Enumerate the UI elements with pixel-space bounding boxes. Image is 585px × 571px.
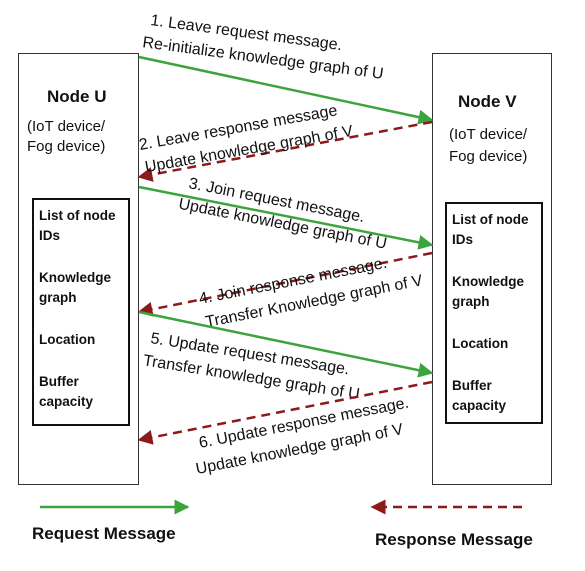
message-4-arrow [137,251,433,317]
message-6-arrow [137,380,433,445]
node-u-subtitle-line2: Fog device) [27,138,106,155]
message-2-arrow [137,120,433,182]
node-u-attr-node-ids: List of node IDs [39,208,116,243]
node-v-attr-buffer-capacity: Buffer capacity [452,378,507,413]
node-v-title: Node V [458,92,517,111]
legend-request-label: Request Message [32,524,176,543]
node-u-box: Node U (IoT device/ Fog device) List of … [18,53,139,485]
node-v-attr-location: Location [452,336,509,351]
node-v-box: Node V (IoT device/ Fog device) List of … [432,53,552,485]
node-u-subtitle-line1: (IoT device/ [27,118,106,135]
node-v-attr-node-ids: List of node IDs [452,212,529,247]
message-5-arrow [138,310,434,378]
node-v-attributes: List of node IDs Knowledge graph Locatio… [445,202,543,424]
node-u-attr-location: Location [39,332,96,347]
node-u-title: Node U [47,87,107,106]
node-v-attr-knowledge-graph: Knowledge graph [452,274,525,309]
message-3-arrow [138,185,434,250]
node-u-attributes: List of node IDs Knowledge graph Locatio… [32,198,130,426]
node-v-subtitle-line1: (IoT device/ [449,126,528,143]
node-v-subtitle-line2: Fog device) [449,148,528,165]
message-1-arrow [138,55,434,125]
node-u-attr-knowledge-graph: Knowledge graph [39,270,112,305]
node-u-attr-buffer-capacity: Buffer capacity [39,374,94,409]
legend-response-label: Response Message [375,530,533,549]
